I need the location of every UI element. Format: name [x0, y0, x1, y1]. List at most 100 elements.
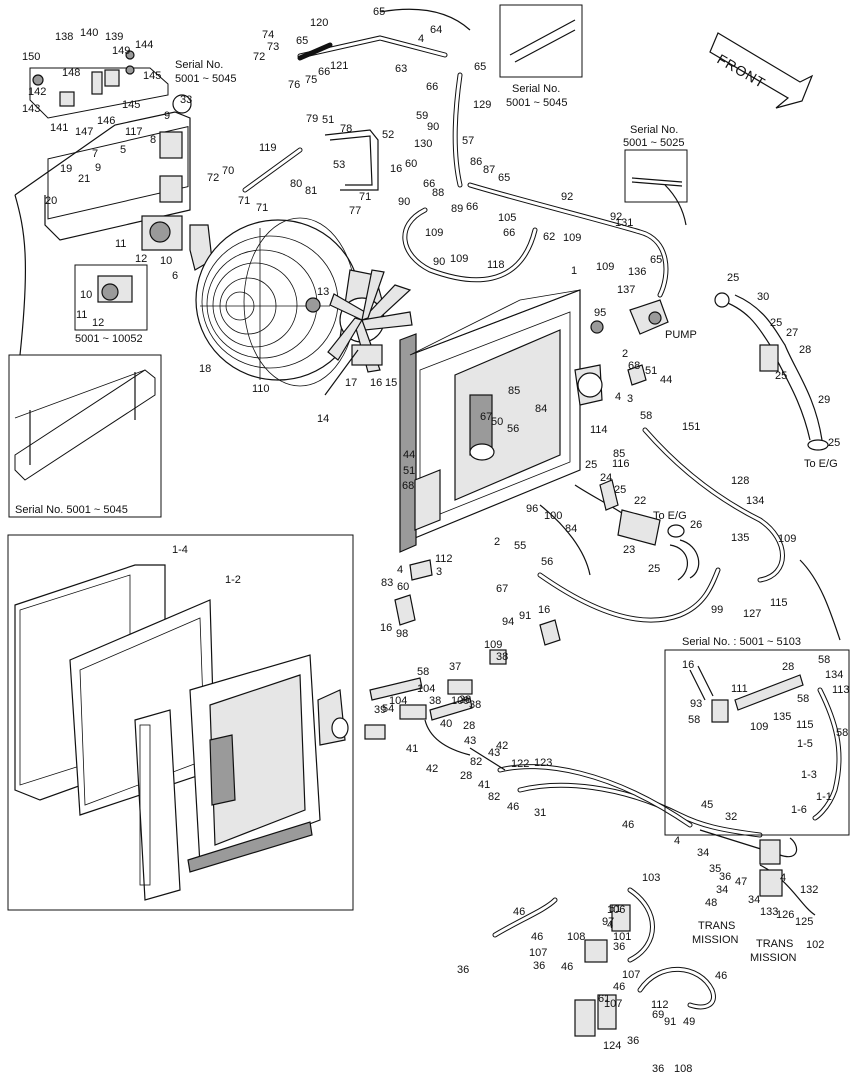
- callout-34: 34: [697, 847, 709, 859]
- callout-131: 131: [615, 217, 633, 229]
- callout-109: 109: [451, 695, 469, 707]
- callout-135: 135: [773, 711, 791, 723]
- serial-5045-a-range: 5001 ~ 5045: [175, 73, 236, 85]
- callout-25: 25: [585, 459, 597, 471]
- to-eg-label-2: To E/G: [653, 510, 687, 522]
- callout-31: 31: [534, 807, 546, 819]
- callout-51: 51: [403, 465, 415, 477]
- callout-56: 56: [541, 556, 553, 568]
- callout-2: 2: [622, 348, 628, 360]
- callout-116: 116: [612, 458, 630, 470]
- callout-28: 28: [799, 344, 811, 356]
- callout-12: 12: [135, 253, 147, 265]
- callout-104: 104: [389, 695, 407, 707]
- serial-5045-b-range: 5001 ~ 5045: [506, 97, 567, 109]
- callout-114: 114: [590, 424, 608, 436]
- callout-25: 25: [614, 484, 626, 496]
- serial-5025: Serial No.: [630, 124, 678, 136]
- callout-30: 30: [757, 291, 769, 303]
- callout-132: 132: [800, 884, 818, 896]
- callout-57: 57: [462, 135, 474, 147]
- callout-54: 54: [382, 703, 394, 715]
- callout-34: 34: [716, 884, 728, 896]
- callout-109: 109: [596, 261, 614, 273]
- callout-9: 9: [95, 162, 101, 174]
- callout-141: 141: [50, 122, 68, 134]
- callout-83: 83: [381, 577, 393, 589]
- callout-115: 115: [770, 597, 788, 609]
- callout-4: 4: [607, 919, 613, 931]
- callout-97: 97: [602, 916, 614, 928]
- serial-insets-top: [499, 4, 688, 203]
- frame-inset: [8, 354, 162, 518]
- callout-99: 99: [711, 604, 723, 616]
- callout-51: 51: [645, 365, 657, 377]
- callout-66: 66: [426, 81, 438, 93]
- callout-38: 38: [459, 694, 471, 706]
- callout-10: 10: [80, 289, 92, 301]
- callout-70: 70: [222, 165, 234, 177]
- callout-102: 102: [806, 939, 824, 951]
- callout-36: 36: [627, 1035, 639, 1047]
- callout-140: 140: [80, 27, 98, 39]
- callout-65: 65: [373, 6, 385, 18]
- callout-49: 49: [683, 1016, 695, 1028]
- trans-label-1b: MISSION: [692, 934, 739, 946]
- callout-32: 32: [725, 811, 737, 823]
- callout-95: 95: [594, 307, 606, 319]
- callout-7: 7: [92, 148, 98, 160]
- callout-15: 15: [385, 377, 397, 389]
- callout-36: 36: [652, 1063, 664, 1075]
- callout-103: 103: [642, 872, 660, 884]
- callout-13: 13: [317, 286, 329, 298]
- callout-3: 3: [627, 393, 633, 405]
- callout-87: 87: [483, 164, 495, 176]
- callout-4: 4: [780, 872, 786, 884]
- callout-113: 113: [832, 684, 850, 696]
- callout-142: 142: [28, 86, 46, 98]
- callout-63: 63: [395, 63, 407, 75]
- callout-38: 38: [469, 699, 481, 711]
- callout-81: 81: [305, 185, 317, 197]
- callout-41: 41: [478, 779, 490, 791]
- callout-33: 33: [180, 94, 192, 106]
- callout-25: 25: [828, 437, 840, 449]
- callout-84: 84: [565, 523, 577, 535]
- callout-58: 58: [417, 666, 429, 678]
- callout-139: 139: [105, 31, 123, 43]
- callout-66: 66: [423, 178, 435, 190]
- serial-box-label: Serial No. 5001 ~ 5045: [15, 504, 128, 516]
- callout-4: 4: [674, 835, 680, 847]
- callout-65: 65: [296, 35, 308, 47]
- callout-109: 109: [563, 232, 581, 244]
- hoses-upper: [242, 35, 829, 451]
- serial-5103: Serial No. : 5001 ~ 5103: [682, 636, 801, 648]
- callout-128: 128: [731, 475, 749, 487]
- callout-51: 51: [322, 114, 334, 126]
- fan-assembly: [195, 217, 413, 396]
- callout-27: 27: [786, 327, 798, 339]
- callout-4: 4: [615, 391, 621, 403]
- callout-90: 90: [433, 256, 445, 268]
- callout-17: 17: [345, 377, 357, 389]
- callout-77: 77: [349, 205, 361, 217]
- callout-88: 88: [432, 187, 444, 199]
- callout-126: 126: [776, 909, 794, 921]
- front-arrow: FRONT: [709, 32, 814, 109]
- callout-65: 65: [650, 254, 662, 266]
- callout-74: 74: [262, 29, 274, 41]
- pump-inset: [74, 215, 213, 331]
- callout-66: 66: [503, 227, 515, 239]
- callout-1-6: 1-6: [791, 804, 807, 816]
- callout-78: 78: [340, 123, 352, 135]
- callout-65: 65: [498, 172, 510, 184]
- callout-68: 68: [628, 360, 640, 372]
- callout-92: 92: [610, 211, 622, 223]
- callout-143: 143: [22, 103, 40, 115]
- callout-82: 82: [488, 791, 500, 803]
- serial-5025-range: 5001 ~ 5025: [623, 137, 684, 149]
- callout-107: 107: [529, 947, 547, 959]
- callout-119: 119: [259, 142, 277, 154]
